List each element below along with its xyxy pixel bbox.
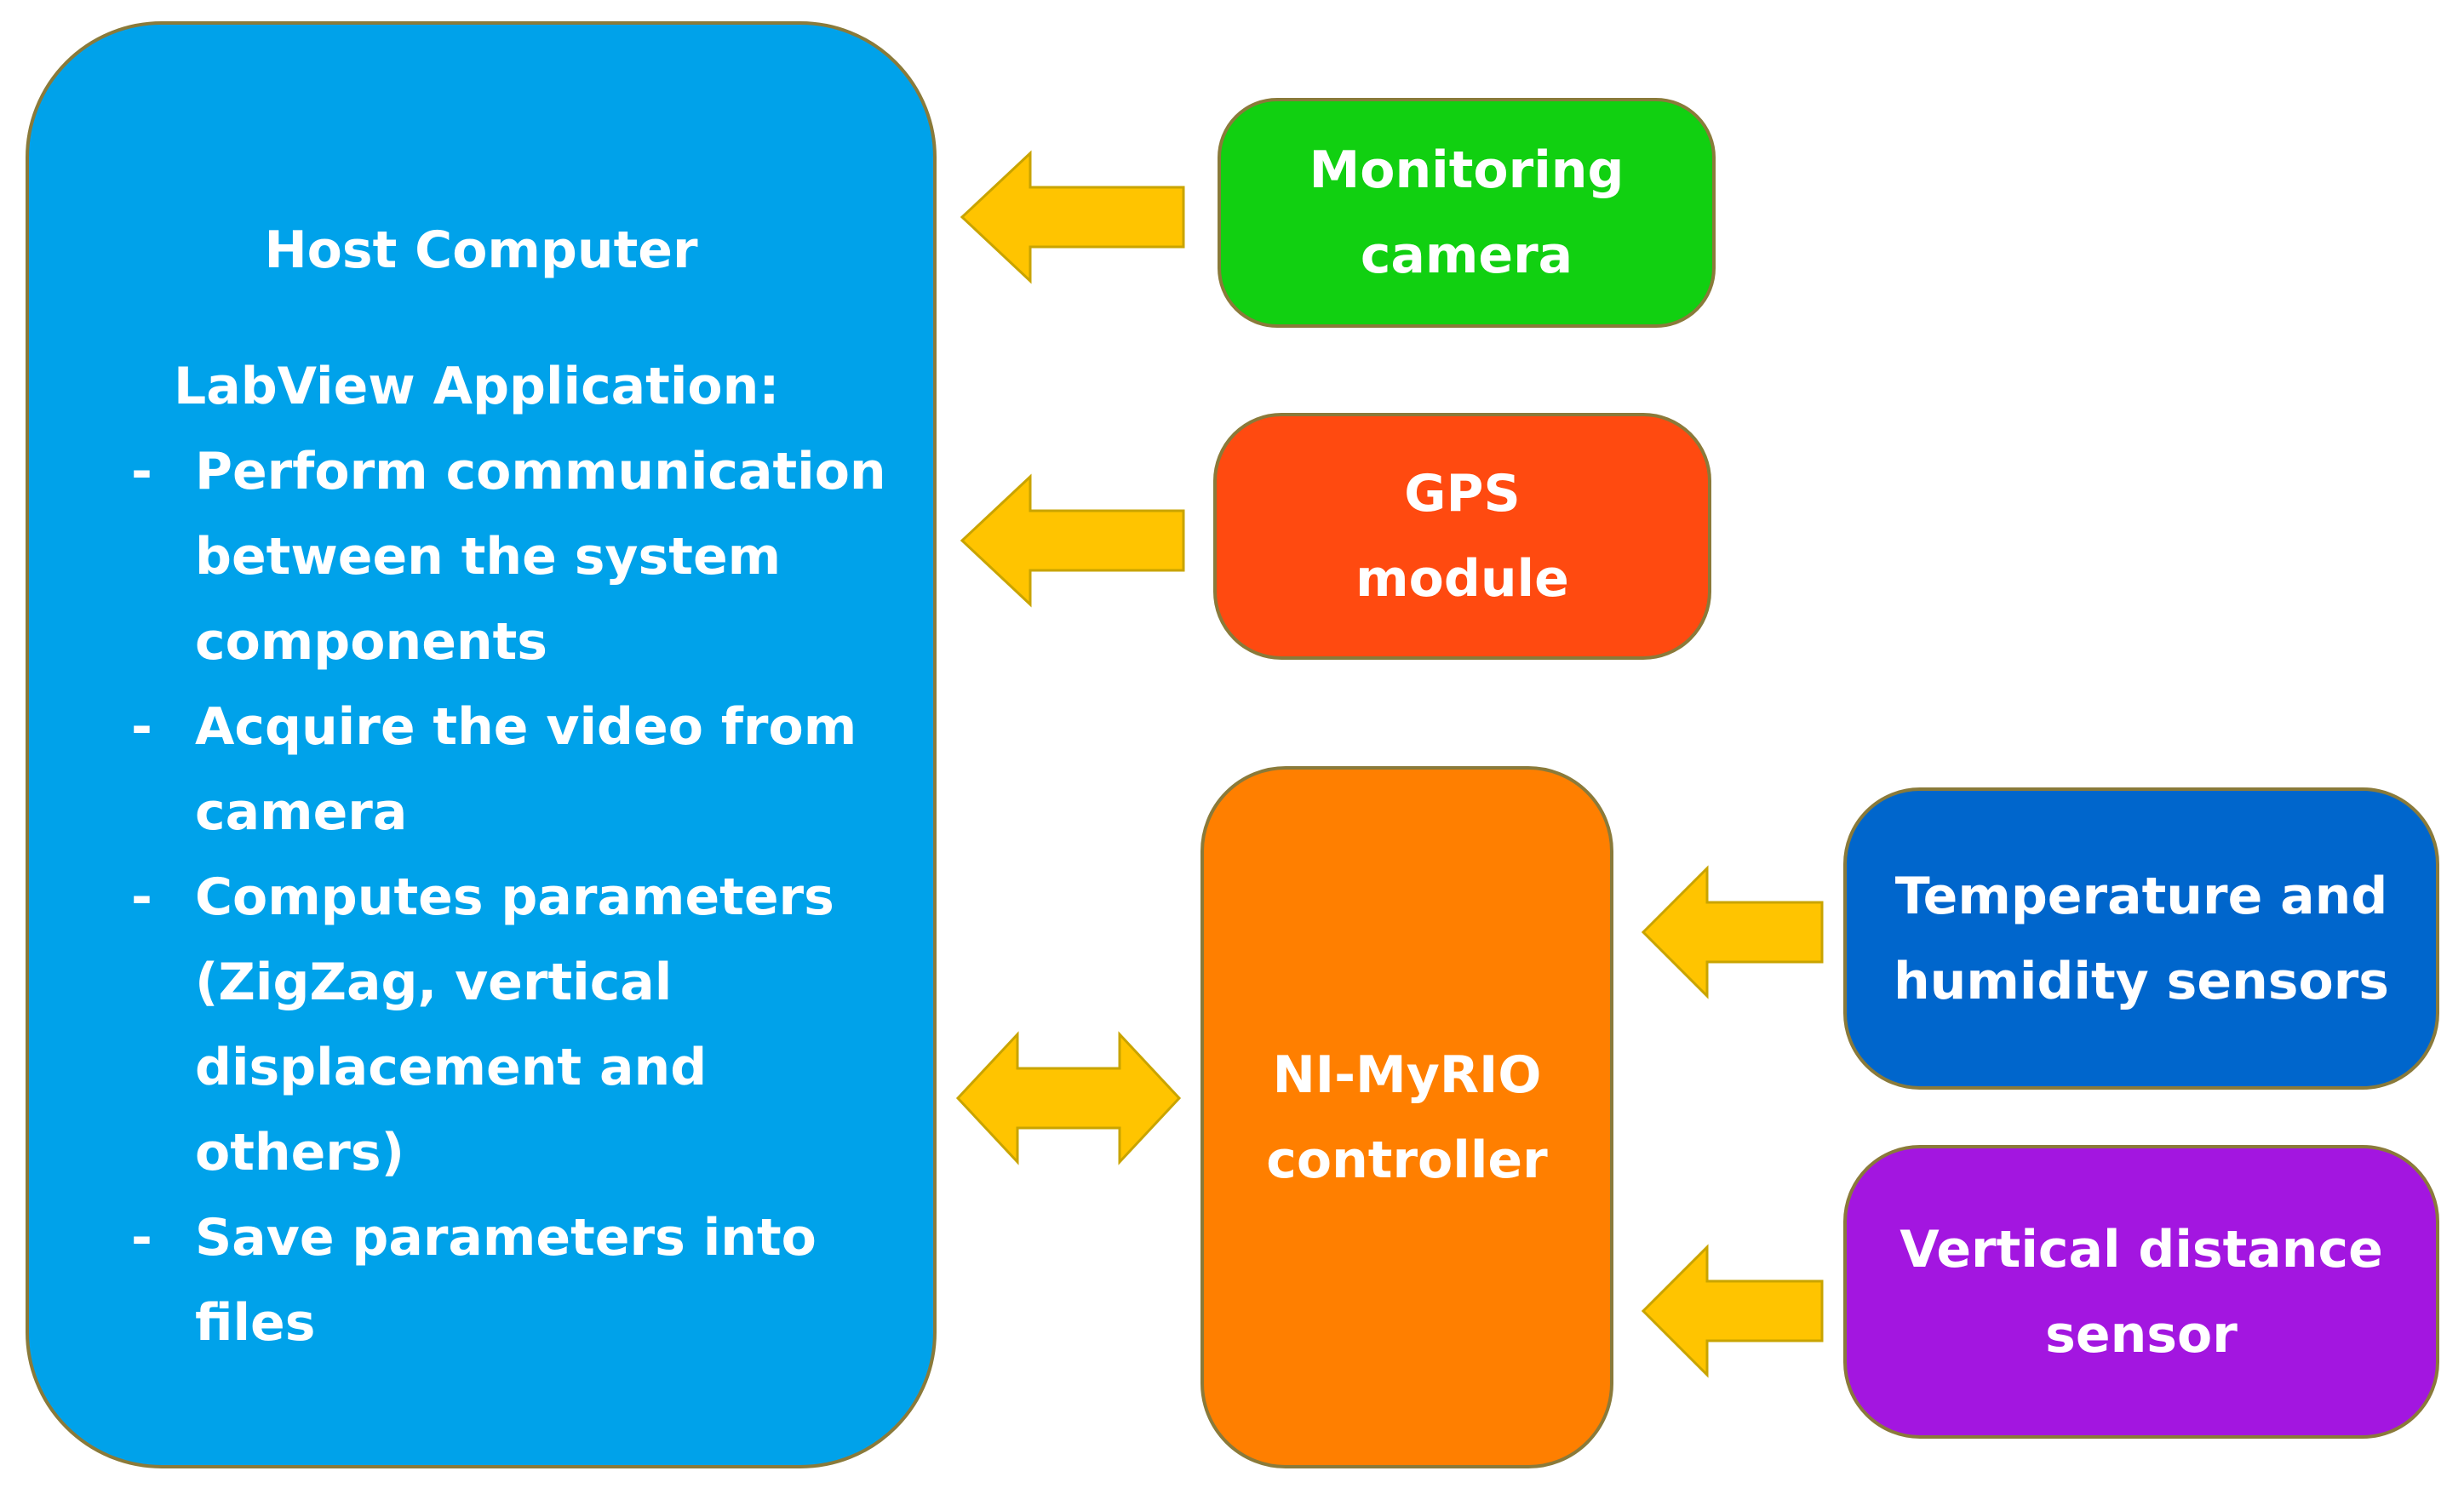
task-item: -Acquire the video from camera	[131, 684, 933, 855]
gps-label-line-2: module	[1355, 549, 1569, 609]
arrow-camera-to-host	[960, 150, 1185, 284]
distance-label-line-2: sensor	[2045, 1304, 2238, 1365]
camera-label-line-2: camera	[1360, 226, 1573, 285]
camera-label-line-1: Monitoring	[1309, 140, 1625, 200]
myrio-label-line-1: NI-MyRIO	[1272, 1045, 1542, 1105]
arrow-distance-to-myrio	[1641, 1244, 1824, 1378]
temp-label-line-2: humidity sensors	[1893, 951, 2390, 1011]
dash-bullet: -	[131, 442, 152, 501]
host-subtitle: LabView Application:	[174, 357, 780, 416]
myrio-box: NI-MyRIO controller	[1200, 766, 1613, 1468]
gps-label-line-1: GPS	[1404, 464, 1521, 524]
distance-sensor-box: Vertical distance sensor	[1843, 1145, 2439, 1439]
camera-box: Monitoring camera	[1218, 98, 1716, 328]
temp-label-line-1: Temperature and	[1894, 866, 2388, 926]
task-text: Computes parameters (ZigZag, vertical di…	[195, 867, 834, 1182]
dash-bullet: -	[131, 867, 152, 927]
dash-bullet: -	[131, 697, 152, 757]
task-item: -Perform communication between the syste…	[131, 429, 933, 684]
task-text: Save parameters into files	[195, 1208, 817, 1353]
task-text: Perform communication between the system…	[195, 442, 886, 672]
arrow-gps-to-host	[960, 473, 1185, 608]
host-computer-box: Host Computer LabView Application: -Perf…	[26, 21, 937, 1468]
task-text: Acquire the video from camera	[195, 697, 857, 842]
arrow-temp-to-myrio	[1641, 865, 1824, 999]
distance-label-line-1: Vertical distance	[1900, 1219, 2383, 1279]
host-title: Host Computer	[264, 220, 698, 280]
dash-bullet: -	[131, 1208, 152, 1268]
myrio-label-line-2: controller	[1266, 1130, 1548, 1190]
double-arrow-host-myrio	[955, 1031, 1182, 1165]
task-item: -Save parameters into files	[131, 1195, 933, 1365]
task-list: -Perform communication between the syste…	[29, 429, 933, 1365]
gps-box: GPS module	[1213, 413, 1711, 660]
task-item: -Computes parameters (ZigZag, vertical d…	[131, 855, 933, 1195]
temperature-sensor-box: Temperature and humidity sensors	[1843, 787, 2439, 1090]
